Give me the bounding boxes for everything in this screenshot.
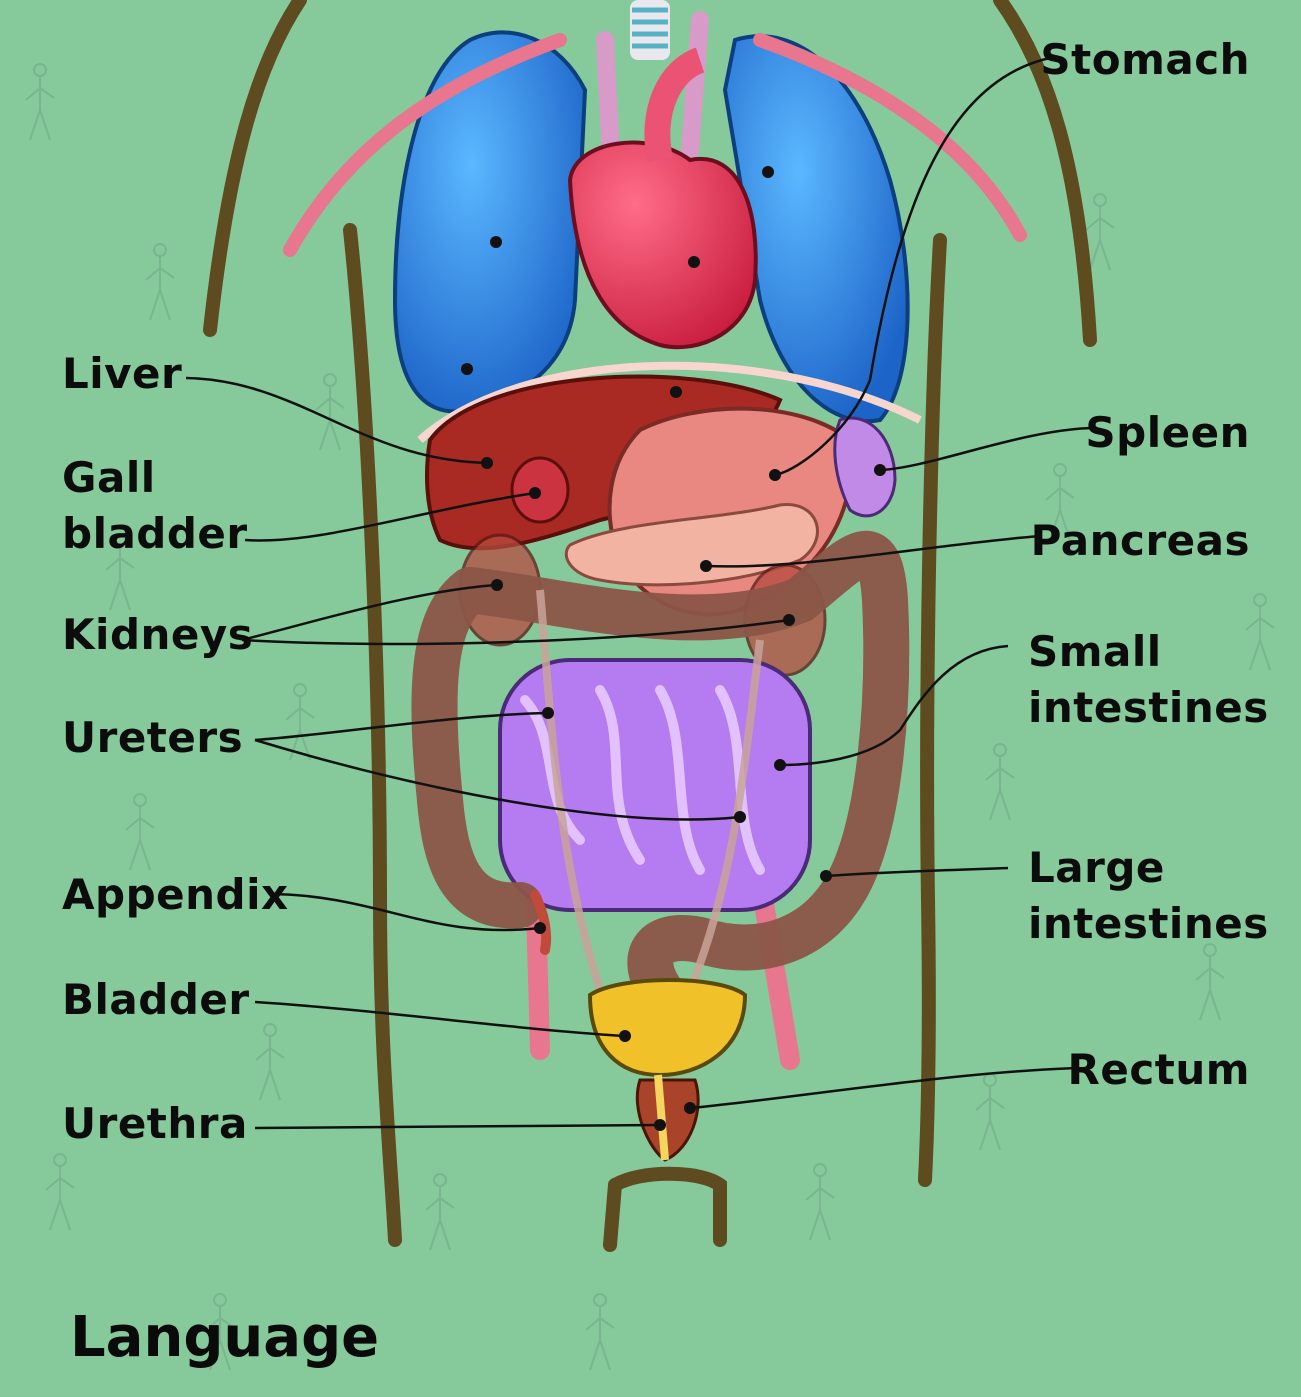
label-gall-bladder-line2: bladder — [62, 506, 248, 562]
label-spleen-text: Spleen — [1040, 405, 1250, 461]
label-appendix-text: Appendix — [62, 867, 289, 923]
label-rectum-text: Rectum — [1060, 1042, 1250, 1098]
label-liver-text: Liver — [62, 346, 182, 402]
label-liver: Liver — [62, 346, 182, 402]
label-kidneys: Kidneys — [62, 607, 253, 663]
label-appendix: Appendix — [62, 867, 289, 923]
label-ureters: Ureters — [62, 710, 243, 766]
label-kidneys-text: Kidneys — [62, 607, 253, 663]
label-gall-bladder: Gall bladder — [62, 450, 248, 562]
footer-watermark-word: Language — [70, 1302, 379, 1374]
label-rectum: Rectum — [1060, 1042, 1250, 1098]
label-bladder-text: Bladder — [62, 972, 250, 1028]
label-urethra-text: Urethra — [62, 1096, 248, 1152]
label-gall-bladder-line1: Gall — [62, 450, 248, 506]
label-large-intestines-line2: intestines — [1028, 896, 1269, 952]
label-small-intestines: Small intestines — [1028, 624, 1269, 736]
trachea — [630, 0, 670, 60]
label-small-intestines-line1: Small — [1028, 624, 1269, 680]
label-stomach: Stomach — [1040, 32, 1250, 88]
label-large-intestines: Large intestines — [1028, 840, 1269, 952]
label-ureters-text: Ureters — [62, 710, 243, 766]
label-large-intestines-line1: Large — [1028, 840, 1269, 896]
label-pancreas: Pancreas — [1030, 513, 1250, 569]
label-pancreas-text: Pancreas — [1030, 513, 1250, 569]
label-spleen: Spleen — [1040, 405, 1250, 461]
label-small-intestines-line2: intestines — [1028, 680, 1269, 736]
label-stomach-text: Stomach — [1040, 32, 1250, 88]
label-urethra: Urethra — [62, 1096, 248, 1152]
label-bladder: Bladder — [62, 972, 250, 1028]
